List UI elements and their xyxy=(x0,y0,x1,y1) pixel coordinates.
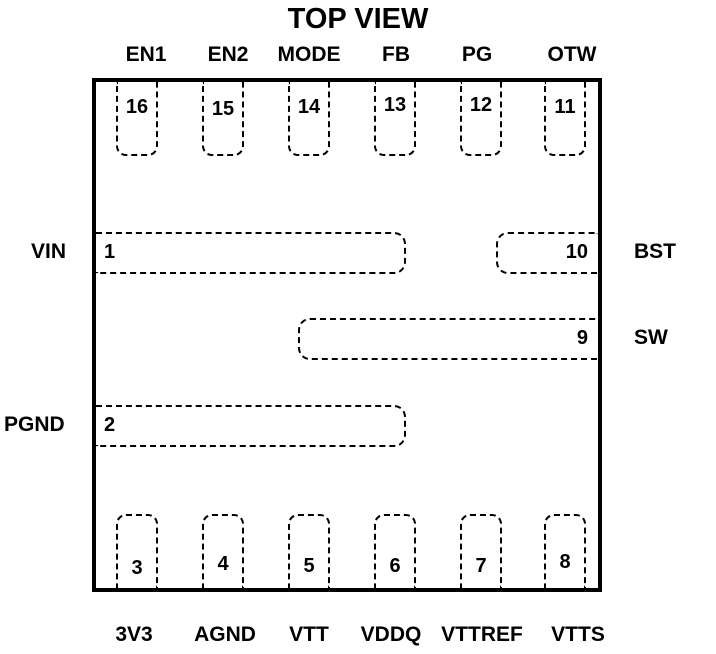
pin-label-vttref: VTTREF xyxy=(441,623,523,646)
pad-6: 6 xyxy=(374,514,416,588)
pad-number: 8 xyxy=(559,551,571,573)
pad-number: 16 xyxy=(125,96,149,118)
ic-package-outline: 16 15 14 13 12 11 1 2 10 9 3 4 5 6 7 8 xyxy=(92,78,602,592)
pin-label-3v3: 3V3 xyxy=(115,623,153,646)
pin-label-bst: BST xyxy=(634,240,676,263)
pad-number: 1 xyxy=(104,241,116,263)
pad-number: 11 xyxy=(554,96,576,118)
pin-label-mode: MODE xyxy=(277,43,341,66)
pin-label-en1: EN1 xyxy=(125,43,167,66)
pad-16: 16 xyxy=(116,82,158,156)
pad-number: 12 xyxy=(469,94,493,116)
pad-3: 3 xyxy=(116,514,158,588)
pad-number: 5 xyxy=(303,555,315,577)
pin-label-vin: VIN xyxy=(31,240,67,263)
pin-label-pg: PG xyxy=(461,43,493,66)
pad-5: 5 xyxy=(288,514,330,588)
pad-14: 14 xyxy=(288,82,330,156)
pad-9: 9 xyxy=(298,318,598,360)
pad-number: 10 xyxy=(565,241,588,263)
pad-2: 2 xyxy=(96,405,406,447)
pad-number: 6 xyxy=(389,555,401,577)
pad-11: 11 xyxy=(544,82,586,156)
pad-number: 15 xyxy=(211,98,235,120)
pad-1: 1 xyxy=(96,232,406,274)
pad-number: 7 xyxy=(475,555,487,577)
pin-label-vtts: VTTS xyxy=(551,623,605,646)
pin-label-agnd: AGND xyxy=(194,623,256,646)
pad-12: 12 xyxy=(460,82,502,156)
pin-label-vddq: VDDQ xyxy=(360,623,422,646)
pin-label-fb: FB xyxy=(382,43,410,66)
pin-label-sw: SW xyxy=(634,326,668,349)
pin-label-vtt: VTT xyxy=(289,623,329,646)
pad-7: 7 xyxy=(460,514,502,588)
pad-8: 8 xyxy=(544,514,586,588)
pad-number: 13 xyxy=(383,94,407,116)
pad-15: 15 xyxy=(202,82,244,156)
pad-10: 10 xyxy=(496,232,598,274)
pad-number: 3 xyxy=(131,557,143,579)
pin-label-en2: EN2 xyxy=(207,43,249,66)
pad-number: 14 xyxy=(297,96,321,118)
pad-number: 4 xyxy=(217,553,229,575)
pin-label-pgnd: PGND xyxy=(4,413,65,436)
pad-4: 4 xyxy=(202,514,244,588)
pad-number: 2 xyxy=(104,414,116,436)
pad-13: 13 xyxy=(374,82,416,156)
pad-number: 9 xyxy=(576,327,588,349)
pin-label-otw: OTW xyxy=(547,43,597,66)
diagram-title: TOP VIEW xyxy=(287,3,429,35)
